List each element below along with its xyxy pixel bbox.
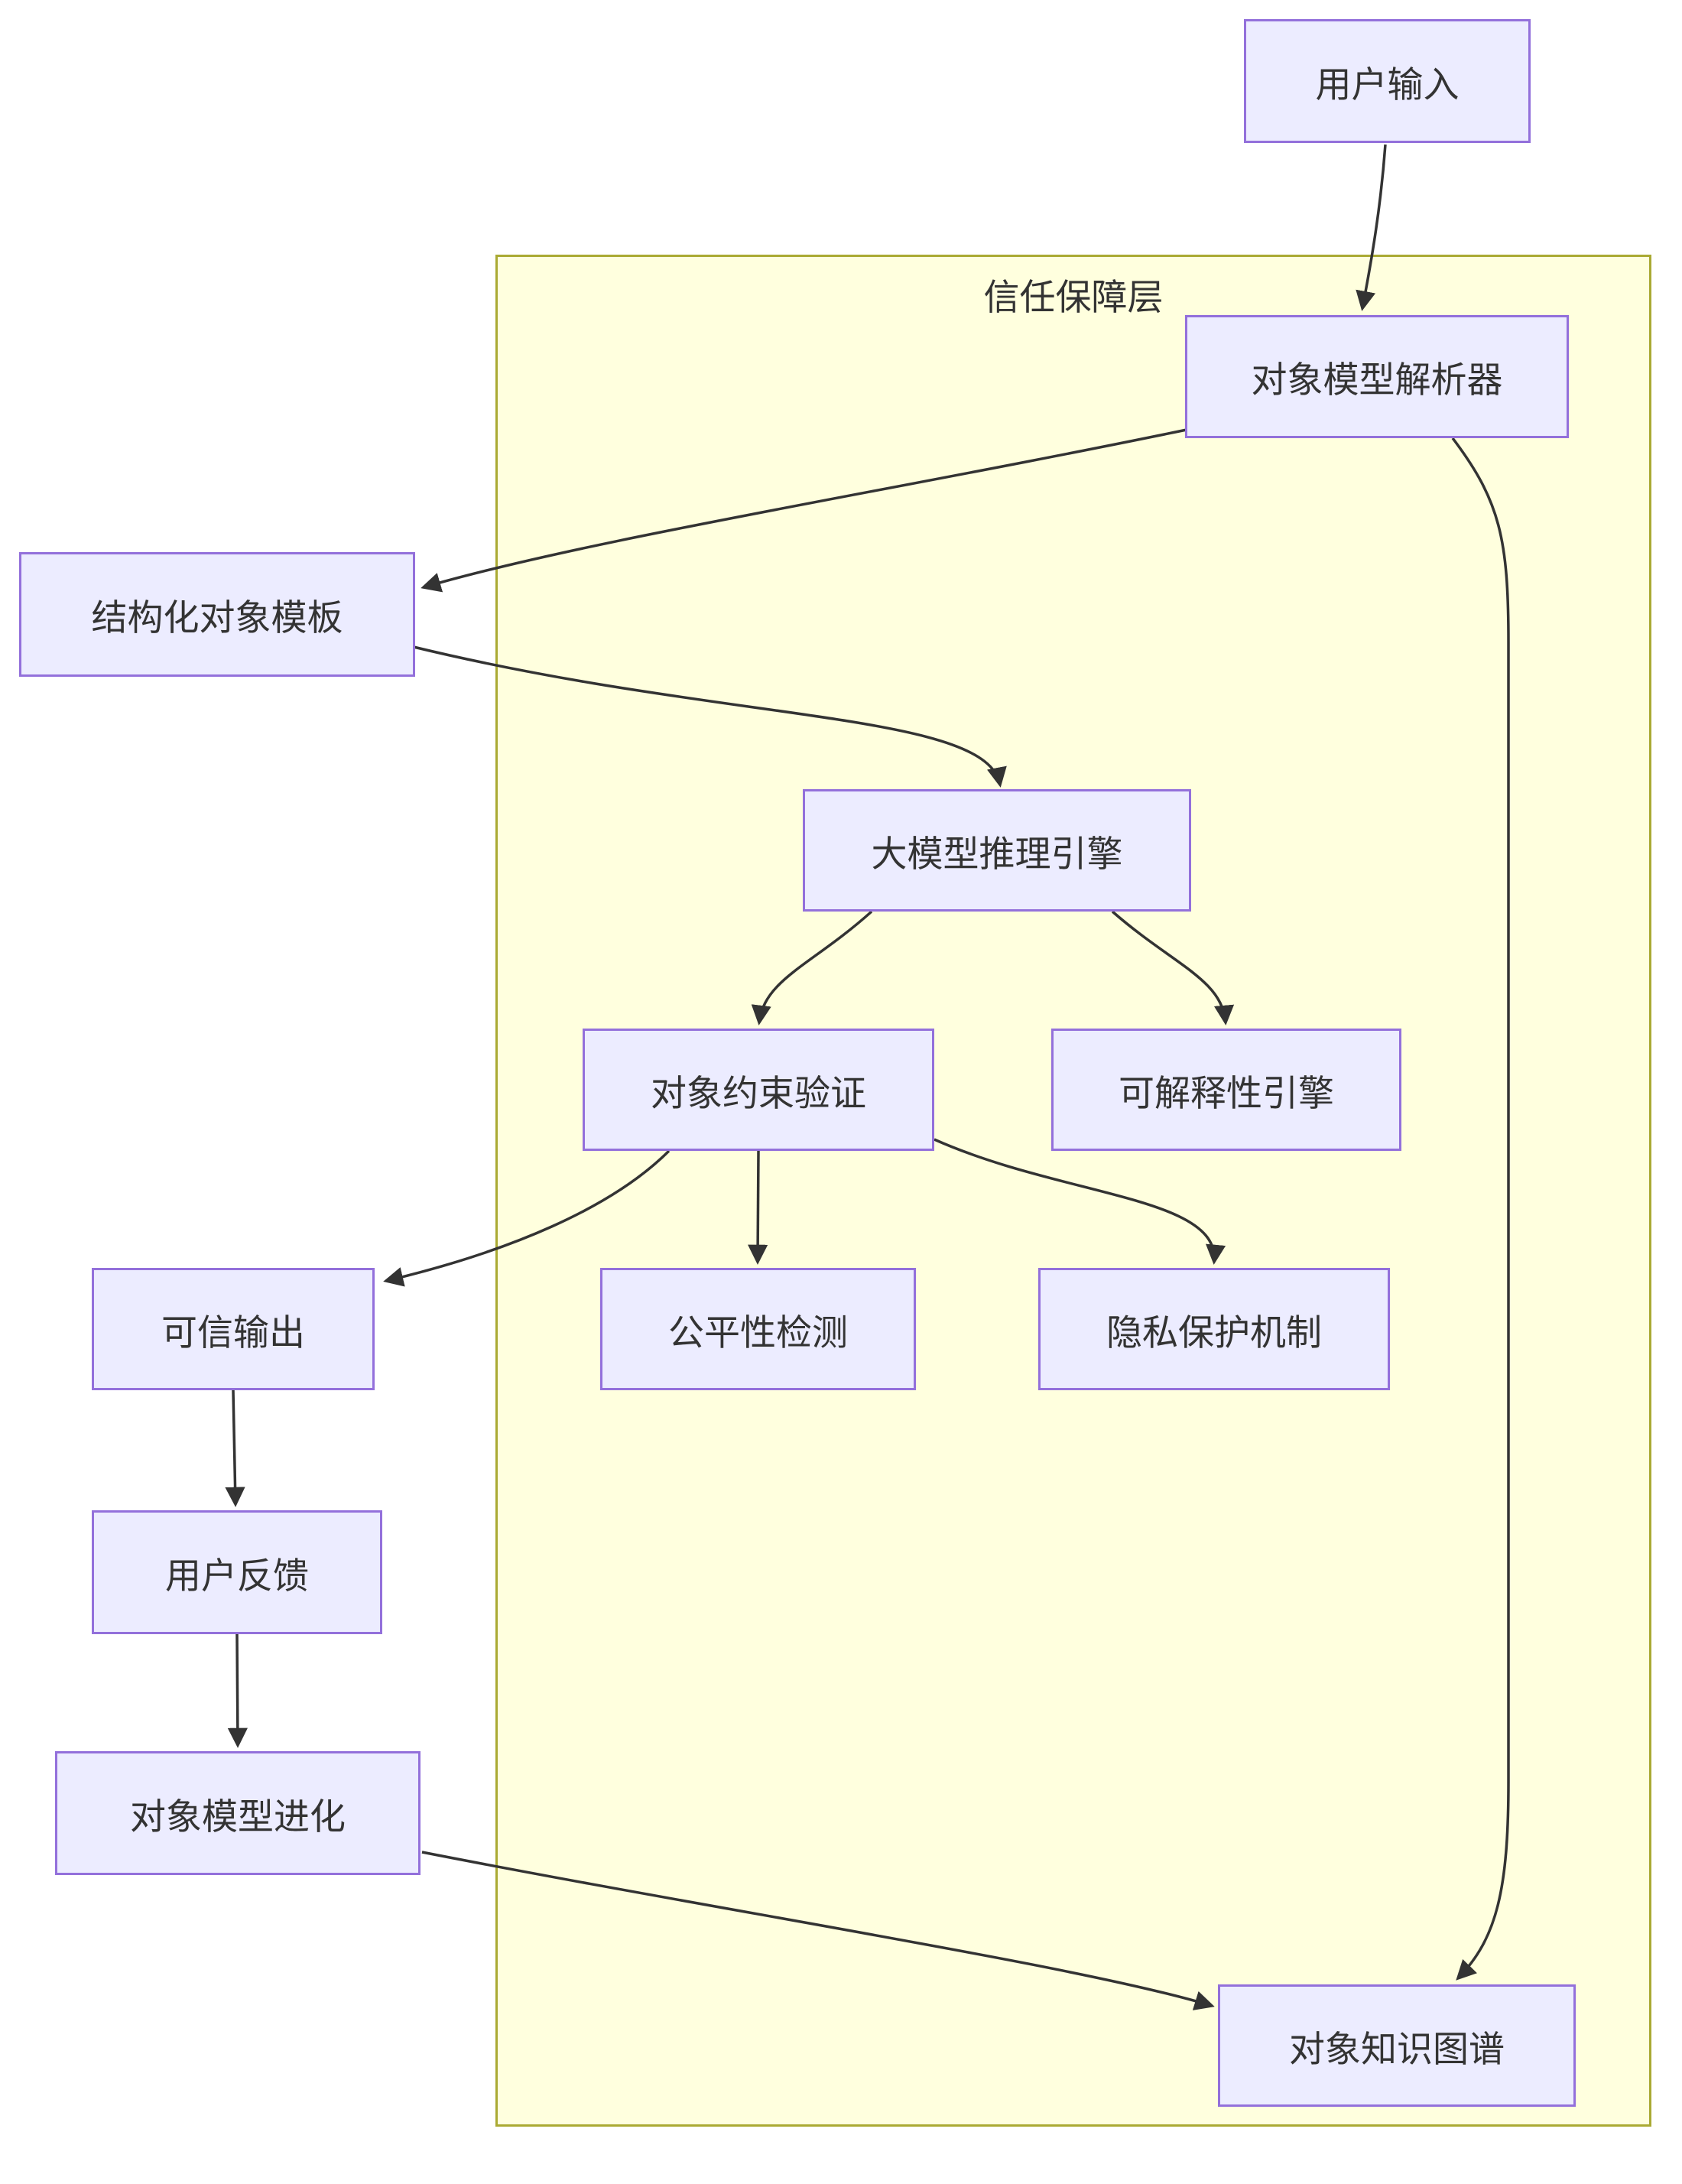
node-user-input: 用户输入 [1244,19,1531,143]
edge-llm-to-constraint [751,910,873,1025]
edge-template-to-llm [413,645,1007,788]
edge-parser-to-knowledge [1451,437,1510,1981]
edge-parser-to-template [420,428,1187,593]
edge-feedback-to-evolution [227,1633,248,1748]
edge-evolution-to-knowledge [421,1851,1215,2010]
edge-trusted-to-feedback [225,1389,245,1507]
node-structured-object-template: 结构化对象模板 [19,552,415,677]
edge-constraint-to-privacy [934,1138,1226,1265]
node-label: 对象约束验证 [651,1072,866,1113]
edge-llm-to-explain [1111,910,1235,1025]
node-privacy-protection: 隐私保护机制 [1038,1268,1390,1390]
subgraph-title: 信任保障层 [983,277,1164,317]
node-label: 对象知识图谱 [1289,2028,1505,2069]
node-object-model-parser: 对象模型解析器 [1185,315,1569,438]
edge-user-input-to-parser [1356,144,1387,311]
node-user-feedback: 用户反馈 [92,1510,382,1634]
node-explainability-engine: 可解释性引擎 [1051,1029,1401,1151]
edge-constraint-to-trusted [383,1149,671,1287]
node-label: 结构化对象模板 [91,597,343,638]
node-label: 可解释性引擎 [1119,1072,1334,1113]
node-object-knowledge-graph: 对象知识图谱 [1218,1984,1576,2107]
node-label: 对象模型进化 [130,1796,346,1837]
node-object-constraint-validation: 对象约束验证 [583,1029,934,1151]
node-label: 用户反馈 [165,1555,309,1596]
node-label: 隐私保护机制 [1106,1311,1322,1353]
node-fairness-detection: 公平性检测 [600,1268,916,1390]
node-label: 用户输入 [1315,63,1460,105]
subgraph-trust-assurance-layer: 信任保障层 [495,255,1651,2127]
node-label: 公平性检测 [668,1311,848,1353]
node-trusted-output: 可信输出 [92,1268,375,1390]
node-label: 可信输出 [161,1311,305,1353]
node-object-model-evolution: 对象模型进化 [55,1751,420,1875]
node-llm-reasoning-engine: 大模型推理引擎 [803,789,1191,912]
node-label: 对象模型解析器 [1251,359,1503,400]
node-label: 大模型推理引擎 [871,833,1123,874]
